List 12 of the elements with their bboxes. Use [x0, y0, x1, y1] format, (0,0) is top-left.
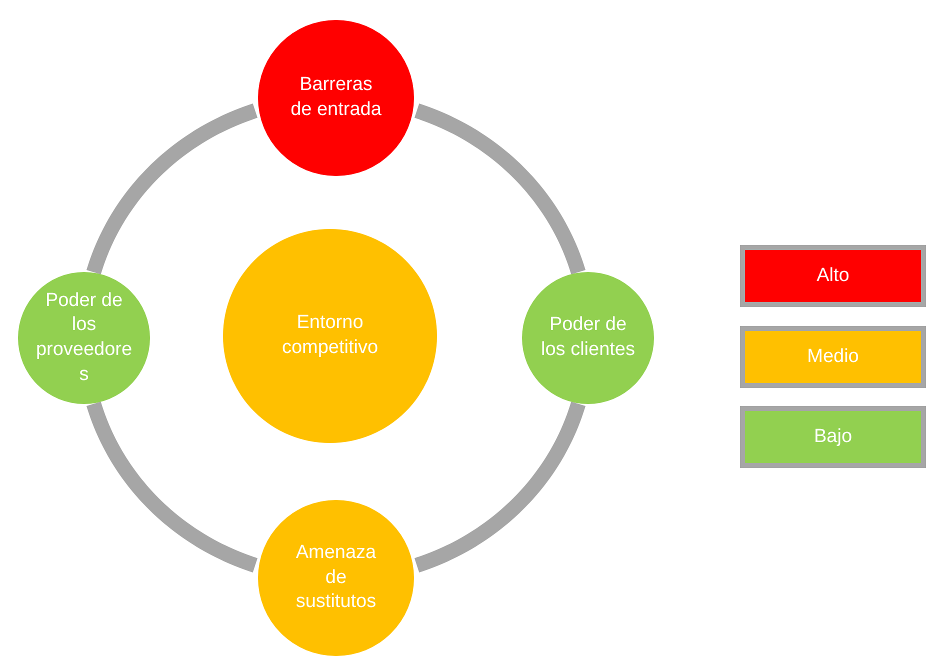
factor-label: Poder de los proveedores [34, 288, 134, 387]
legend-label: Alto [816, 265, 850, 287]
legend-label: Bajo [814, 426, 852, 448]
ring-connector [414, 402, 586, 572]
factor-label: Amenaza de sustitutos [294, 540, 378, 614]
factor-label: Poder de los clientes [540, 313, 636, 362]
factor-label: Barreras de entrada [290, 73, 382, 122]
ring-connector [414, 104, 586, 274]
ring-connector [86, 104, 258, 274]
ring-connector [86, 402, 258, 572]
factor-label: Entorno competitivo [280, 311, 380, 360]
legend-label: Medio [807, 346, 859, 368]
